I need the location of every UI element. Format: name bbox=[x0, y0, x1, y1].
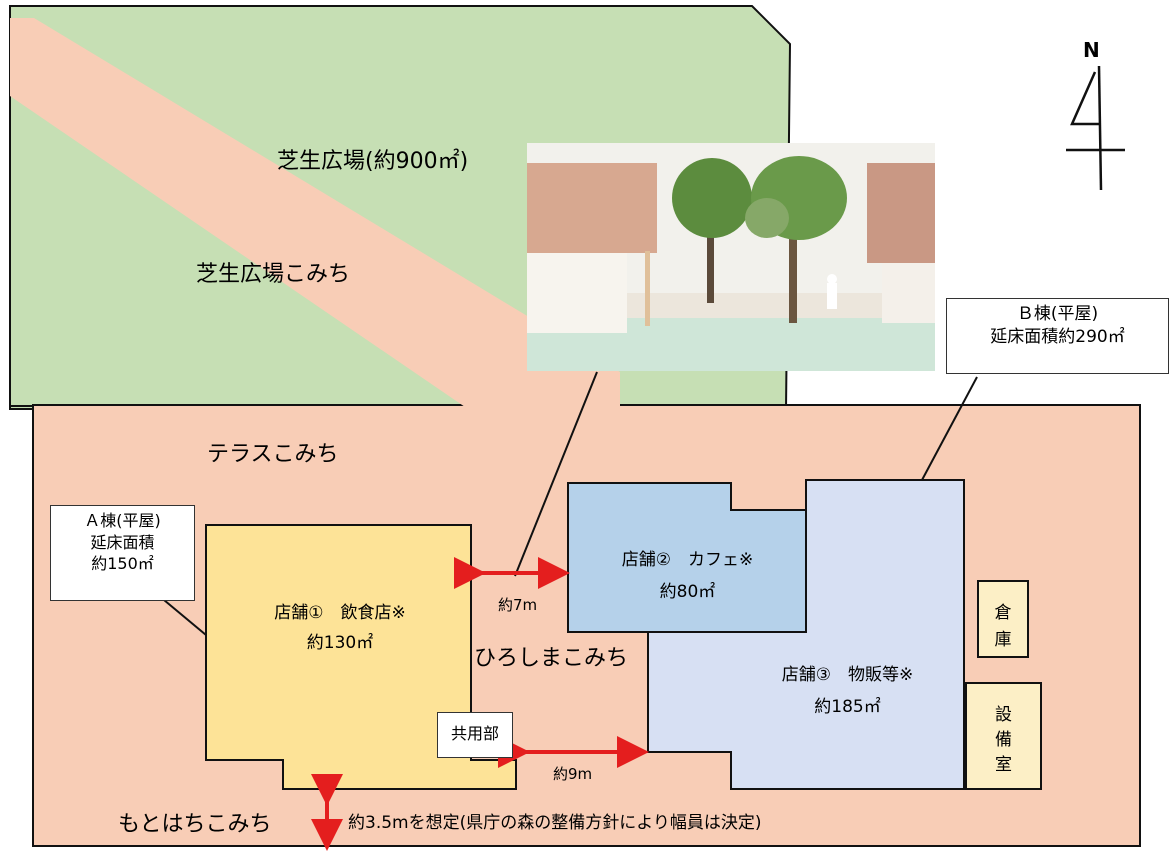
model-photo bbox=[527, 143, 935, 371]
building-b-title: Ｂ棟(平屋) bbox=[1016, 304, 1099, 324]
building-a-callout: Ａ棟(平屋) 延床面積 約150㎡ bbox=[50, 505, 195, 601]
common-area-label: 共用部 bbox=[450, 724, 499, 743]
common-area-box: 共用部 bbox=[437, 712, 513, 758]
building-a-title: Ａ棟(平屋) bbox=[84, 511, 161, 530]
distance-9m-label: 約9m bbox=[553, 765, 593, 783]
storage-label-1: 倉 bbox=[994, 603, 1012, 623]
road-width-note: 約3.5mを想定(県庁の森の整備方針により幅員は決定) bbox=[348, 813, 762, 833]
equipment-label-1: 設 bbox=[995, 705, 1012, 725]
building-b-floor-area: 延床面積約290㎡ bbox=[990, 326, 1125, 347]
building-a-leader bbox=[163, 599, 207, 636]
photo-leader bbox=[514, 371, 598, 577]
shop3-area: 約185㎡ bbox=[814, 697, 881, 717]
lawn-plaza-label: 芝生広場(約900㎡) bbox=[277, 149, 469, 174]
lawn-path-strip bbox=[10, 18, 620, 409]
shop1-area: 約130㎡ bbox=[306, 633, 374, 653]
building-a-area: 約150㎡ bbox=[91, 554, 154, 574]
terrace-path-label: テラスこみち bbox=[207, 442, 339, 467]
distance-7m-label: 約7m bbox=[498, 596, 538, 614]
motohachi-path-label: もとはちこみち bbox=[118, 812, 272, 837]
hiroshima-path-label: ひろしまこみち bbox=[474, 646, 629, 671]
storage-label-2: 庫 bbox=[994, 630, 1012, 650]
storage-room bbox=[977, 580, 1029, 658]
lawn-path-label: 芝生広場こみち bbox=[196, 262, 351, 287]
shop1-name: 店舗① 飲食店※ bbox=[274, 603, 406, 623]
shop3-name: 店舗③ 物販等※ bbox=[781, 665, 914, 685]
north-label: N bbox=[1083, 38, 1100, 62]
shop2-name: 店舗② カフェ※ bbox=[621, 550, 754, 570]
equipment-label-2: 備 bbox=[995, 730, 1012, 750]
building-b-callout: Ｂ棟(平屋) 延床面積約290㎡ bbox=[946, 298, 1169, 374]
equipment-room bbox=[965, 682, 1042, 790]
equipment-label-3: 室 bbox=[995, 755, 1012, 775]
building-b-leader bbox=[921, 376, 978, 481]
building-a-floor-label: 延床面積 bbox=[90, 532, 155, 552]
shop2-area: 約80㎡ bbox=[659, 582, 716, 602]
building-b-cafe bbox=[567, 482, 807, 633]
north-arrow-icon bbox=[1066, 65, 1125, 191]
